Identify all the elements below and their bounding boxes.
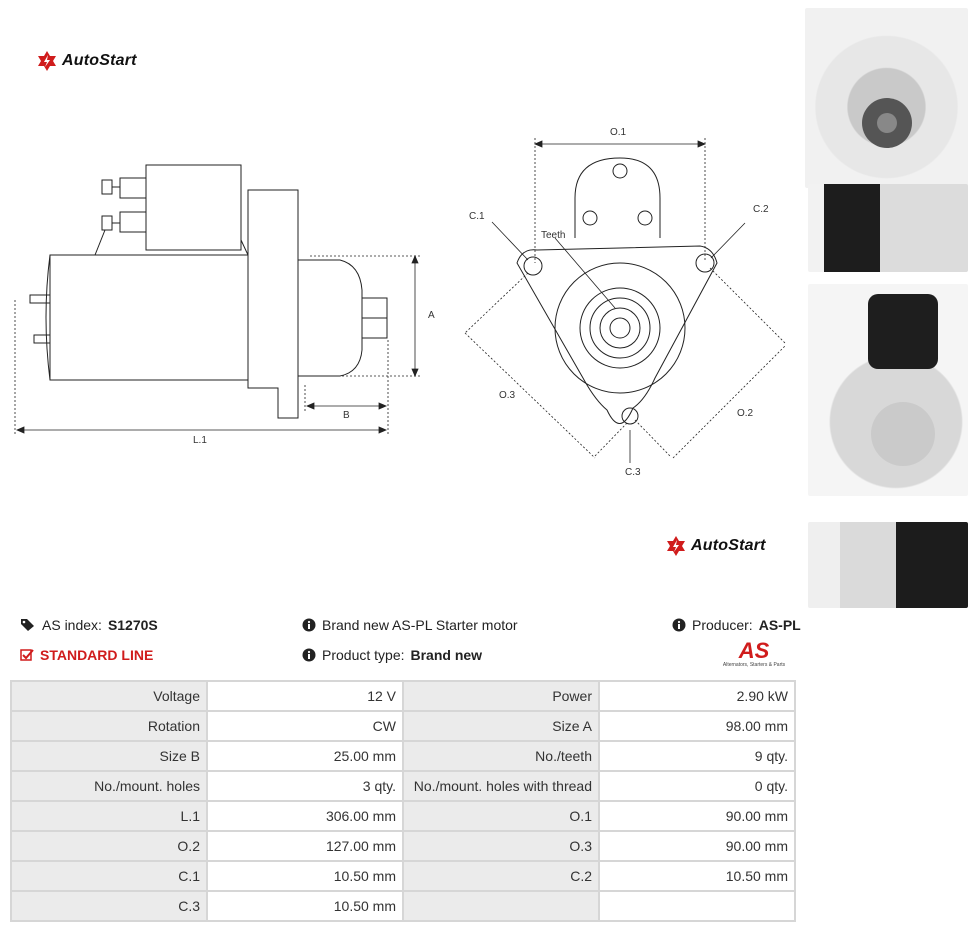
- dim-o1-label: O.1: [610, 127, 627, 138]
- producer-label: Producer:: [692, 617, 753, 633]
- brand-logo-bottom: AutoStart: [665, 535, 766, 557]
- starter-rear-photo-icon: [868, 294, 938, 466]
- product-photo-rear[interactable]: [808, 284, 968, 496]
- dim-o2-label: O.2: [737, 408, 754, 419]
- spec-label: Voltage: [12, 682, 206, 710]
- spec-value: 10.50 mm: [208, 892, 402, 920]
- as-index-label: AS index:: [42, 617, 102, 633]
- product-line: STANDARD LINE: [20, 647, 153, 663]
- spec-label: C.1: [12, 862, 206, 890]
- spec-label: Size B: [12, 742, 206, 770]
- spec-label: No./mount. holes with thread: [404, 772, 598, 800]
- product-line-label: STANDARD LINE: [40, 647, 154, 663]
- info-icon: [672, 618, 686, 632]
- spec-value: 10.50 mm: [600, 862, 794, 890]
- brand-logo-top: AutoStart: [36, 50, 137, 72]
- spec-value: 98.00 mm: [600, 712, 794, 740]
- motor-body-outline: [49, 254, 249, 381]
- autostart-logo-icon: [667, 536, 685, 556]
- tags-icon: [21, 619, 34, 631]
- product-photo-front[interactable]: [805, 8, 968, 188]
- dim-o3-label: O.3: [499, 390, 516, 401]
- checkbox-icon: [20, 649, 34, 661]
- starter-front-photo-icon: [862, 98, 912, 148]
- front-view-drawing: O.1 C.1 C.2 Teeth O.3 O.2 C.3: [464, 127, 786, 478]
- spec-value: 3 qty.: [208, 772, 402, 800]
- product-photo-side[interactable]: [808, 184, 968, 272]
- dim-a-label: A: [428, 310, 435, 321]
- spec-value: 9 qty.: [600, 742, 794, 770]
- spec-label: No./teeth: [404, 742, 598, 770]
- dim-c1-label: C.1: [469, 211, 485, 222]
- info-icon: [302, 648, 316, 662]
- dim-c2-label: C.2: [753, 204, 769, 215]
- spec-label: Size A: [404, 712, 598, 740]
- spec-label: C.3: [12, 892, 206, 920]
- spec-label: O.3: [404, 832, 598, 860]
- spec-label: No./mount. holes: [12, 772, 206, 800]
- spec-value: 2.90 kW: [600, 682, 794, 710]
- product-type-label: Product type:: [322, 647, 405, 663]
- spec-label: O.1: [404, 802, 598, 830]
- solenoid-outline: [145, 164, 242, 251]
- producer-value: AS-PL: [758, 617, 801, 633]
- spec-value: CW: [208, 712, 402, 740]
- as-logo-tagline: Alternators, Starters & Parts: [722, 662, 786, 668]
- product-description: Brand new AS-PL Starter motor: [302, 617, 518, 633]
- spec-label: [404, 892, 598, 920]
- spec-value: 306.00 mm: [208, 802, 402, 830]
- product-type: Product type: Brand new: [302, 647, 482, 663]
- as-pl-logo: AS Alternators, Starters & Parts: [716, 638, 792, 669]
- hole-c1: [523, 256, 543, 276]
- spec-value: 90.00 mm: [600, 832, 794, 860]
- as-index-value: S1270S: [107, 617, 158, 633]
- spec-label: L.1: [12, 802, 206, 830]
- dim-l1-label: L.1: [193, 435, 207, 446]
- teeth-label: Teeth: [541, 230, 565, 241]
- product-type-value: Brand new: [410, 647, 483, 663]
- product-photo-side-2[interactable]: [808, 522, 968, 608]
- autostart-logo-icon: [38, 51, 56, 71]
- brand-name: AutoStart: [62, 52, 137, 69]
- spec-value: 10.50 mm: [208, 862, 402, 890]
- spec-label: O.2: [12, 832, 206, 860]
- spec-value: 12 V: [208, 682, 402, 710]
- spec-value: 0 qty.: [600, 772, 794, 800]
- spec-label: Rotation: [12, 712, 206, 740]
- spec-value: 25.00 mm: [208, 742, 402, 770]
- spec-label: Power: [404, 682, 598, 710]
- info-icon: [302, 618, 316, 632]
- producer: Producer: AS-PL: [672, 617, 801, 633]
- flange-outline: [516, 245, 718, 424]
- hole-c3: [621, 407, 639, 425]
- dim-b-label: B: [343, 410, 350, 421]
- as-index: AS index: S1270S: [20, 617, 158, 633]
- spec-label: C.2: [404, 862, 598, 890]
- description-text: Brand new AS-PL Starter motor: [322, 617, 518, 633]
- pinion-gear: [599, 307, 641, 349]
- spec-value: 127.00 mm: [208, 832, 402, 860]
- as-logo-mark: AS: [738, 638, 770, 663]
- spec-value: [600, 892, 794, 920]
- dim-c3-label: C.3: [625, 467, 641, 478]
- flange-top-lug: [574, 157, 661, 238]
- side-view-drawing: A B L.1: [14, 164, 435, 446]
- spec-value: 90.00 mm: [600, 802, 794, 830]
- brand-name: AutoStart: [691, 537, 766, 554]
